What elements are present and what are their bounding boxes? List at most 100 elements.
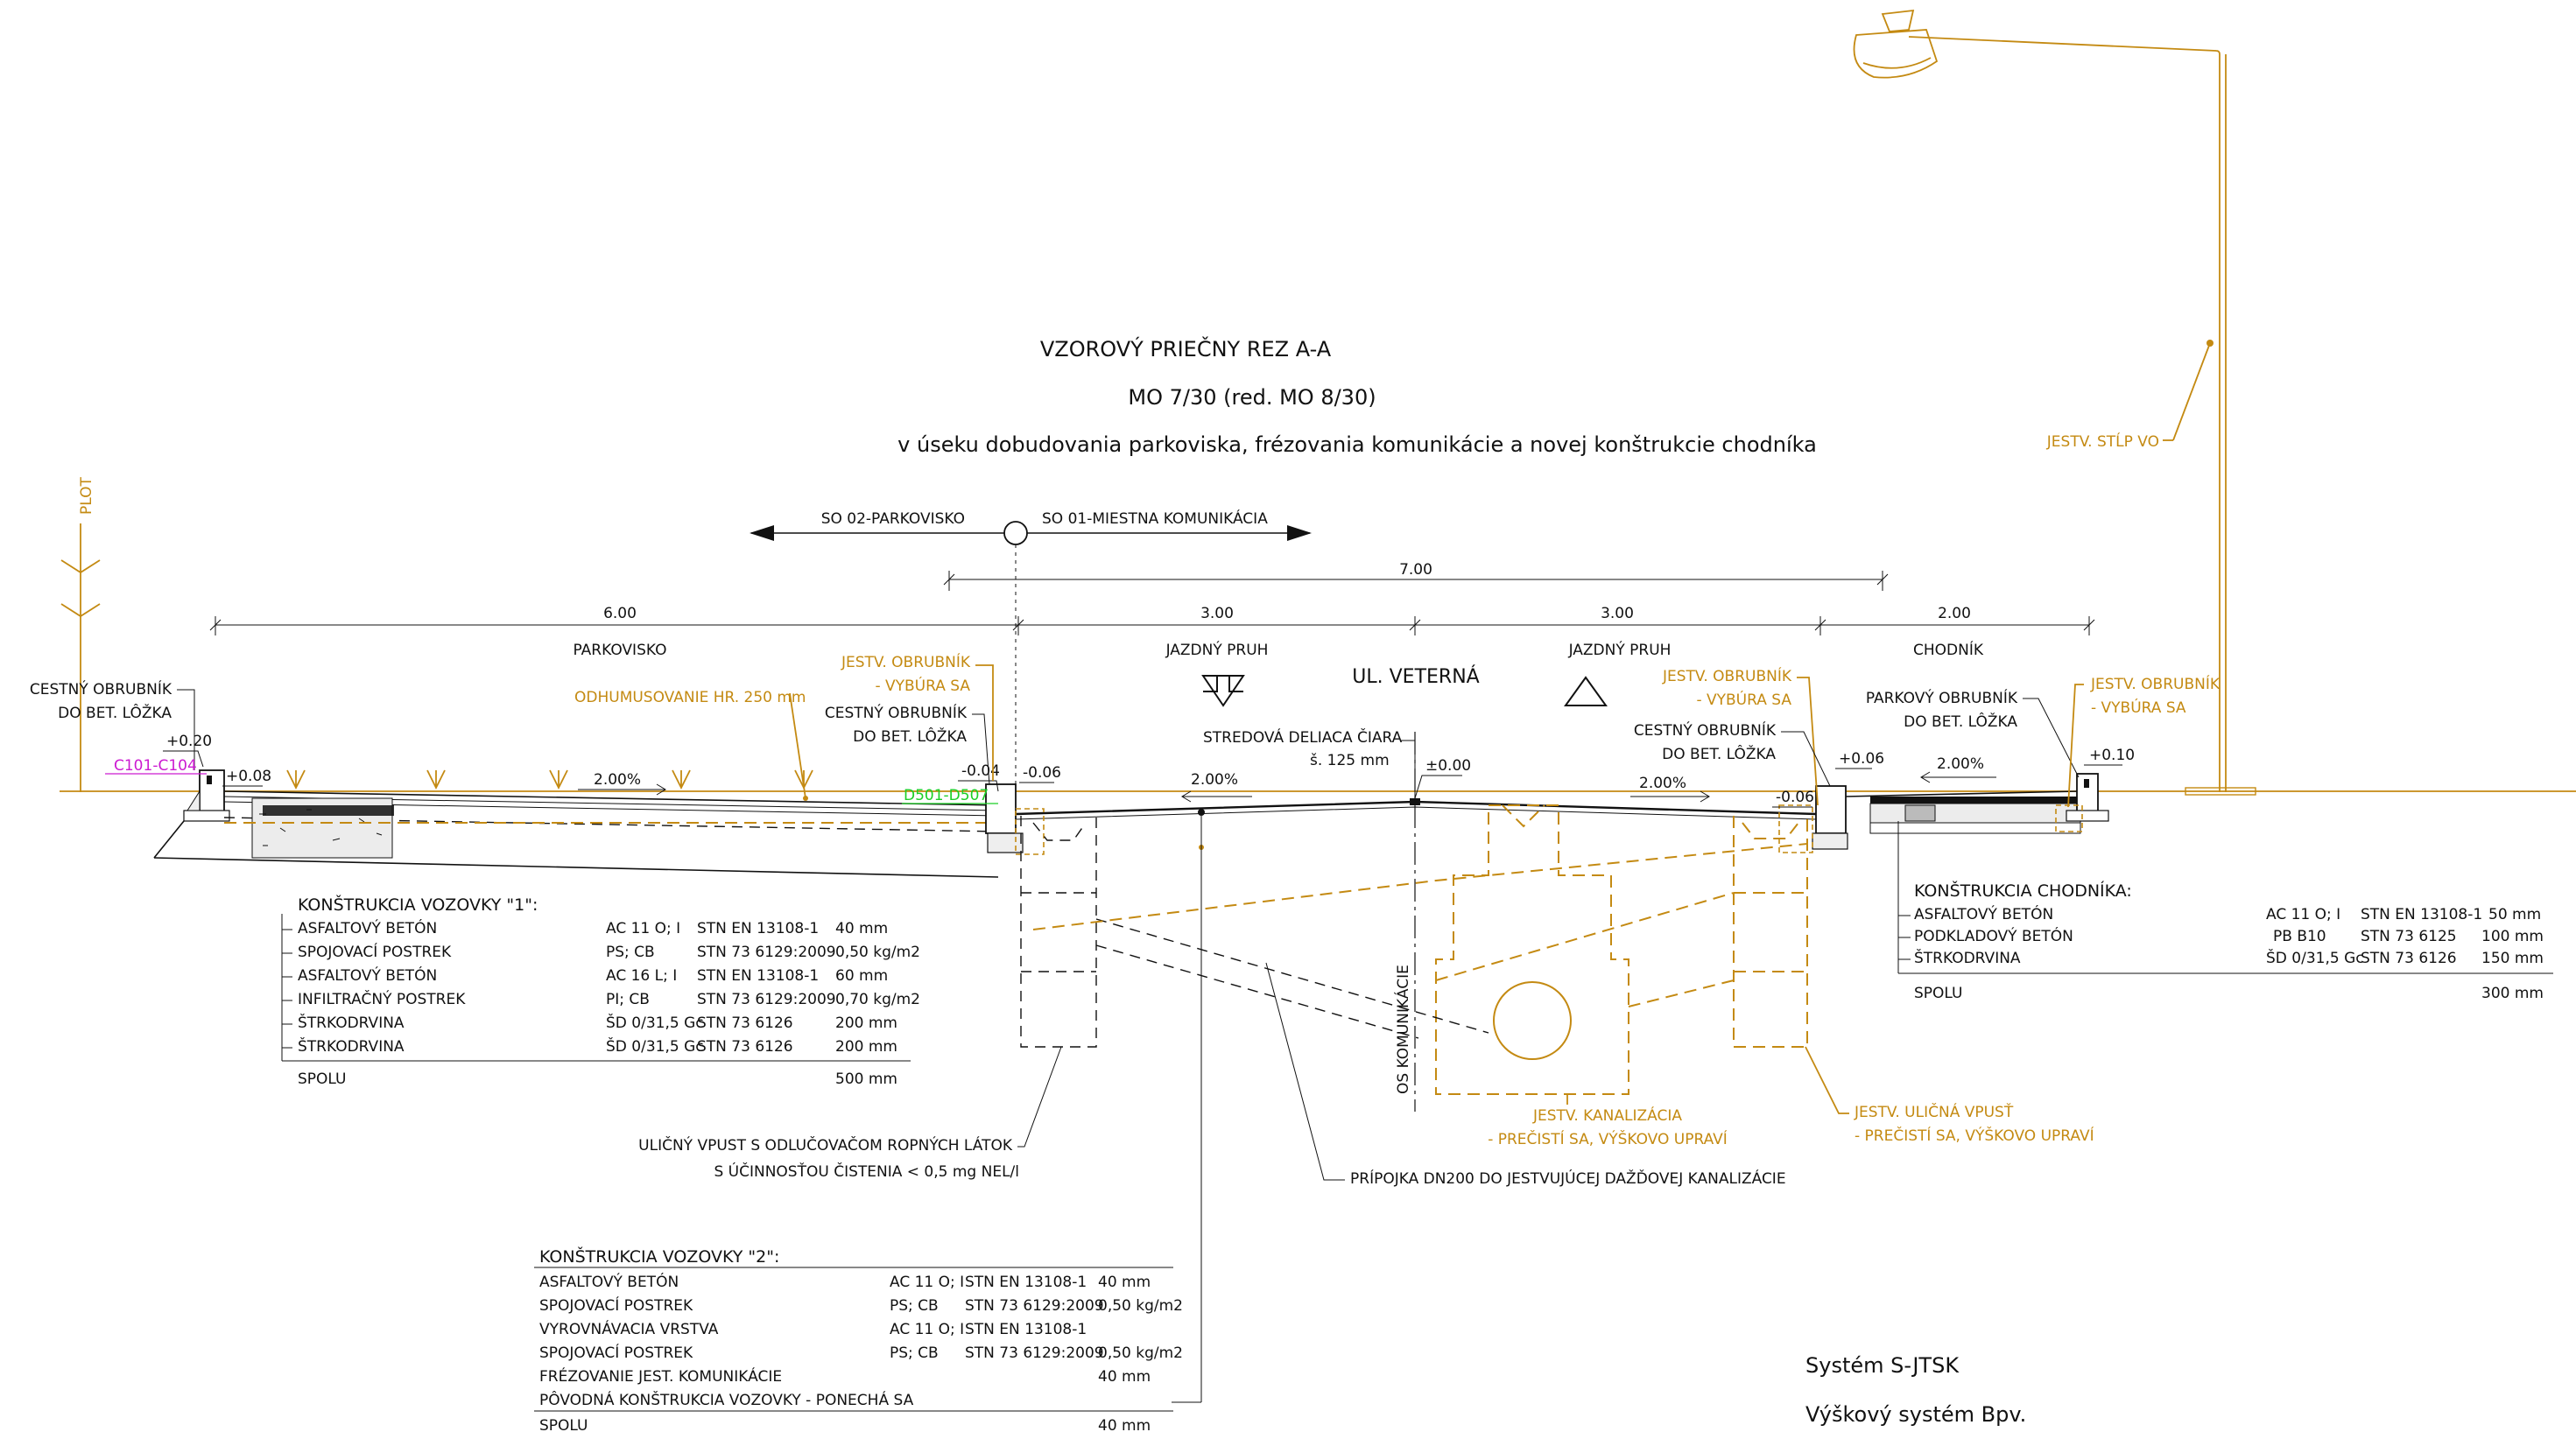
curb-mid-label-2: DO BET. LÔŽKA: [853, 727, 967, 746]
curb-r-label-1: CESTNÝ OBRUBNÍK: [1634, 720, 1777, 740]
svg-text:VYROVNÁVACIA VRSTVA: VYROVNÁVACIA VRSTVA: [539, 1319, 719, 1338]
table-row: PODKLADOVÝ BETÓN PB B10 STN 73 6125 100 …: [1898, 926, 2544, 945]
code-c: C101-C104: [114, 757, 197, 775]
section-circle-icon: [1003, 521, 1028, 545]
fence: PLOT: [60, 477, 101, 792]
c2-title: KONŠTRUKCIA VOZOVKY "2":: [539, 1246, 779, 1267]
level-7: -0.06: [1776, 789, 1814, 806]
svg-text:STN 73 6126: STN 73 6126: [697, 1038, 793, 1056]
parking-structure: [153, 692, 999, 878]
dim-sidewalk: 2.00: [1938, 605, 1971, 622]
construction-table-1: KONŠTRUKCIA VOZOVKY "1": ASFALTOVÝ BETÓN…: [281, 894, 920, 1088]
center-line-label-2: š. 125 mm: [1310, 752, 1390, 769]
c2-rows: ASFALTOVÝ BETÓN AC 11 O; I STN EN 13108-…: [539, 1272, 1183, 1409]
ex-curb-label-1: JESTV. OBRUBNÍK: [841, 652, 971, 671]
callouts-bottom: ULIČNÝ VPUST S ODLUČOVAČOM ROPNÝCH LÁTOK…: [638, 962, 2094, 1188]
svg-text:STN 73 6129:2009: STN 73 6129:2009: [697, 944, 836, 961]
table-row: VYROVNÁVACIA VRSTVA AC 11 O; I STN EN 13…: [539, 1319, 1087, 1338]
svg-text:AC 16 L; I: AC 16 L; I: [606, 967, 677, 985]
gully-label-2: S ÚČINNOSŤOU ČISTENIA < 0,5 mg NEL/l: [714, 1162, 1019, 1181]
section-divider: SO 02-PARKOVISKO SO 01-MIESTNA KOMUNIKÁC…: [750, 509, 1312, 797]
slope-labels: 2.00% 2.00% 2.00% 2.00%: [578, 755, 1996, 803]
arrow-right-icon: [1287, 525, 1312, 541]
svg-text:0,70 kg/m2: 0,70 kg/m2: [835, 991, 920, 1008]
svg-text:STN 73 6129:2009: STN 73 6129:2009: [965, 1344, 1104, 1362]
system-note: Systém S-JTSK Výškový systém Bpv.: [1805, 1353, 2026, 1427]
curb-left-label-2: DO BET. LÔŽKA: [58, 703, 172, 722]
slope-3: 2.00%: [1639, 775, 1686, 792]
callouts-center: STREDOVÁ DELIACA ČIARA š. 125 mm: [1203, 727, 1416, 798]
level-6: +0.06: [1839, 750, 1884, 768]
center-line-label-1: STREDOVÁ DELIACA ČIARA: [1203, 727, 1403, 747]
svg-text:PB B10: PB B10: [2273, 928, 2326, 945]
svg-text:ASFALTOVÝ BETÓN: ASFALTOVÝ BETÓN: [298, 918, 437, 937]
sewer-label-2: - PREČISTÍ SA, VÝŠKOVO UPRAVÍ: [1488, 1129, 1728, 1148]
table-row: ŠTRKODRVINA ŠD 0/31,5 Gc STN 73 6126 200…: [282, 1036, 897, 1056]
svg-text:SPOJOVACÍ POSTREK: SPOJOVACÍ POSTREK: [298, 942, 452, 961]
svg-text:200 mm: 200 mm: [835, 1014, 897, 1032]
fence-label: PLOT: [78, 477, 95, 515]
title-line-3: v úseku dobudovania parkoviska, frézovan…: [897, 432, 1817, 457]
lamp-label: JESTV. STĹP VO: [2046, 432, 2159, 451]
title-line-2: MO 7/30 (red. MO 8/30): [1128, 385, 1376, 410]
svg-text:PÔVODNÁ KONŠTRUKCIA VOZOVKY -: PÔVODNÁ KONŠTRUKCIA VOZOVKY - PONECHÁ SA: [539, 1390, 914, 1409]
table-row: ASFALTOVÝ BETÓN AC 11 O; I STN EN 13108-…: [539, 1272, 1151, 1291]
drawing-title: VZOROVÝ PRIEČNY REZ A-A MO 7/30 (red. MO…: [897, 335, 1817, 457]
svg-text:STN 73 6129:2009: STN 73 6129:2009: [697, 991, 836, 1008]
svg-text:ŠD 0/31,5 Gc: ŠD 0/31,5 Gc: [2266, 948, 2364, 967]
table-row: ŠTRKODRVINA ŠD 0/31,5 Gc STN 73 6126 150…: [1898, 948, 2544, 967]
level-8: +0.10: [2089, 747, 2135, 764]
svg-text:PS; CB: PS; CB: [606, 944, 655, 961]
svg-text:STN 73 6126: STN 73 6126: [2361, 950, 2457, 967]
svg-text:STN EN 13108-1: STN EN 13108-1: [2361, 906, 2482, 923]
svg-text:PODKLADOVÝ BETÓN: PODKLADOVÝ BETÓN: [1914, 926, 2073, 945]
callouts-left: CESTNÝ OBRUBNÍK DO BET. LÔŽKA C101-C104 …: [30, 652, 998, 804]
system-line-2: Výškový systém Bpv.: [1805, 1402, 2026, 1427]
table-row: SPOJOVACÍ POSTREK PS; CB STN 73 6129:200…: [539, 1343, 1183, 1362]
svg-text:40 mm: 40 mm: [835, 920, 888, 937]
c2-total-label: SPOLU: [539, 1417, 588, 1432]
system-line-1: Systém S-JTSK: [1805, 1353, 1960, 1378]
c3-title: KONŠTRUKCIA CHODNÍKA:: [1914, 880, 2132, 901]
svg-text:STN EN 13108-1: STN EN 13108-1: [697, 920, 819, 937]
level-1: +0.20: [166, 733, 212, 750]
c3-total-value: 300 mm: [2481, 985, 2544, 1002]
svg-text:0,50 kg/m2: 0,50 kg/m2: [835, 944, 920, 961]
section-right-label: SO 01-MIESTNA KOMUNIKÁCIA: [1042, 509, 1268, 528]
svg-text:ASFALTOVÝ BETÓN: ASFALTOVÝ BETÓN: [539, 1272, 679, 1291]
c1-total-label: SPOLU: [298, 1070, 347, 1088]
dim-total: 7.00: [1399, 561, 1432, 579]
svg-text:AC 11 O; I: AC 11 O; I: [606, 920, 680, 937]
slope-1: 2.00%: [594, 771, 641, 789]
svg-text:PS; CB: PS; CB: [890, 1344, 939, 1362]
code-d: D501-D507: [904, 787, 989, 804]
table-row: ŠTRKODRVINA ŠD 0/31,5 Gc STN 73 6126 200…: [282, 1013, 897, 1032]
svg-text:40 mm: 40 mm: [1098, 1274, 1151, 1291]
slope-2: 2.00%: [1191, 771, 1238, 789]
svg-text:AC 11 O; I: AC 11 O; I: [2266, 906, 2340, 923]
svg-text:0,50 kg/m2: 0,50 kg/m2: [1098, 1297, 1183, 1315]
table-row: FRÉZOVANIE JEST. KOMUNIKÁCIE 40 mm: [539, 1366, 1151, 1386]
svg-text:60 mm: 60 mm: [835, 967, 888, 985]
svg-text:ŠTRKODRVINA: ŠTRKODRVINA: [1914, 948, 2021, 967]
lane-arrow-up-icon: [1564, 676, 1608, 706]
curb-r-label-2: DO BET. LÔŽKA: [1662, 744, 1776, 763]
svg-text:150 mm: 150 mm: [2481, 950, 2544, 967]
slope-4: 2.00%: [1937, 755, 1984, 773]
callouts-right: JESTV. OBRUBNÍK - VYBÚRA SA CESTNÝ OBRUB…: [1634, 666, 2221, 808]
table-row: INFILTRAČNÝ POSTREK PI; CB STN 73 6129:2…: [282, 989, 920, 1008]
table-row: ASFALTOVÝ BETÓN AC 11 O; I STN EN 13108-…: [282, 918, 888, 937]
table-row: ASFALTOVÝ BETÓN AC 11 O; I STN EN 13108-…: [1898, 904, 2541, 923]
topsoil-label: ODHUMUSOVANIE HR. 250 mm: [574, 689, 806, 706]
svg-text:40 mm: 40 mm: [1098, 1368, 1151, 1386]
dim-lane-1: 3.00: [1200, 605, 1234, 622]
street-lamp: JESTV. STĹP VO: [1853, 9, 2256, 796]
svg-text:ŠD 0/31,5 Gc: ŠD 0/31,5 Gc: [606, 1013, 704, 1032]
svg-text:STN EN 13108-1: STN EN 13108-1: [697, 967, 819, 985]
level-marks: +0.20 +0.08 -0.04 -0.06 ±0.00 +0.06 -0.0…: [163, 733, 2135, 808]
ex-curb-r-label-2: - VYBÚRA SA: [1696, 690, 1791, 709]
level-3: -0.04: [961, 762, 1000, 780]
sidewalk-structure: [1845, 773, 2109, 834]
level-4: -0.06: [1023, 764, 1061, 782]
